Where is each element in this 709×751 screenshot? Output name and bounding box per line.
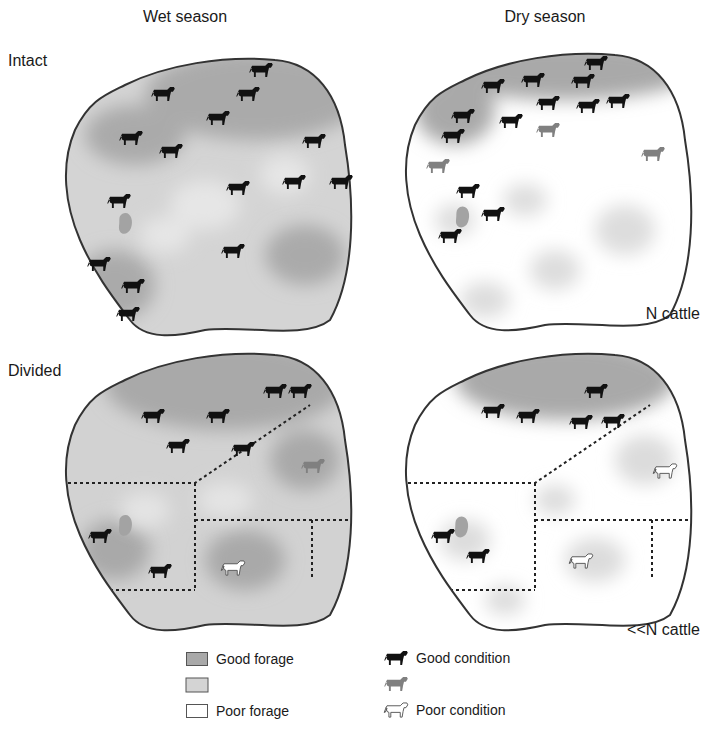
column-header: Wet season <box>143 8 227 26</box>
cow-icon <box>441 129 465 143</box>
cow-icon <box>301 459 325 473</box>
cow-icon <box>569 554 593 568</box>
cow-icon <box>121 279 145 293</box>
cow-icon <box>141 409 165 423</box>
cow-icon <box>88 529 112 543</box>
cow-icon <box>288 384 312 398</box>
cow-icon <box>451 109 475 123</box>
cow-icon <box>481 79 505 93</box>
pasture-divided-wet <box>55 340 355 640</box>
legend-swatch <box>186 652 208 666</box>
cow-icon <box>226 181 250 195</box>
cow-icon <box>206 409 230 423</box>
cow-icon <box>499 114 523 128</box>
cow-icon <box>536 96 560 110</box>
legend-text: Good forage <box>216 652 294 667</box>
cattle-count: N cattle <box>646 305 700 323</box>
cow-icon <box>221 561 245 575</box>
cow-icon <box>576 99 600 113</box>
legend-swatch <box>186 704 208 718</box>
cow-icon <box>641 147 665 161</box>
cow-icon <box>263 384 287 398</box>
legend-text: Poor condition <box>416 703 506 718</box>
pasture-divided-dry <box>395 340 695 640</box>
legend-text: Poor forage <box>216 704 289 719</box>
cow-icon <box>282 175 306 189</box>
cow-icon <box>166 439 190 453</box>
cow-icon <box>584 384 608 398</box>
cow-icon <box>516 409 540 423</box>
cow-icon <box>236 87 260 101</box>
cattle-count: <<N cattle <box>627 621 700 639</box>
cow-icon <box>481 404 505 418</box>
cow-icon <box>466 549 490 563</box>
row-header: Intact <box>8 52 47 70</box>
row-header: Divided <box>8 362 61 380</box>
cow-icon <box>438 229 462 243</box>
cow-icon <box>159 144 183 158</box>
cow-icon <box>601 414 625 428</box>
cow-icon <box>571 74 595 88</box>
cow-icon <box>584 56 608 70</box>
cow-icon <box>481 207 505 221</box>
cow-icon <box>569 415 593 429</box>
cow-icon <box>107 194 131 208</box>
cow-icon <box>221 244 245 258</box>
cow-icon <box>302 134 326 148</box>
cow-icon <box>653 464 677 478</box>
cow-icon <box>119 131 143 145</box>
cow-icon <box>249 63 273 77</box>
cow-icon <box>536 123 560 137</box>
cattle <box>87 56 677 578</box>
pasture-intact-dry <box>395 40 695 340</box>
cow-icon <box>206 111 230 125</box>
cow-icon <box>521 73 545 87</box>
cow-icon <box>231 442 255 456</box>
cow-icon <box>87 257 111 271</box>
cow-icon <box>151 87 175 101</box>
cow-icon <box>456 184 480 198</box>
cow-icon <box>426 159 450 173</box>
cow-icon <box>606 94 630 108</box>
cow-icon <box>148 564 172 578</box>
cow-icon <box>329 175 353 189</box>
cow-icon <box>116 307 140 321</box>
pasture-intact-wet <box>55 50 365 345</box>
legend-text: Good condition <box>416 651 510 666</box>
pond <box>119 206 469 537</box>
column-header: Dry season <box>505 8 586 26</box>
cow-icon <box>431 529 455 543</box>
